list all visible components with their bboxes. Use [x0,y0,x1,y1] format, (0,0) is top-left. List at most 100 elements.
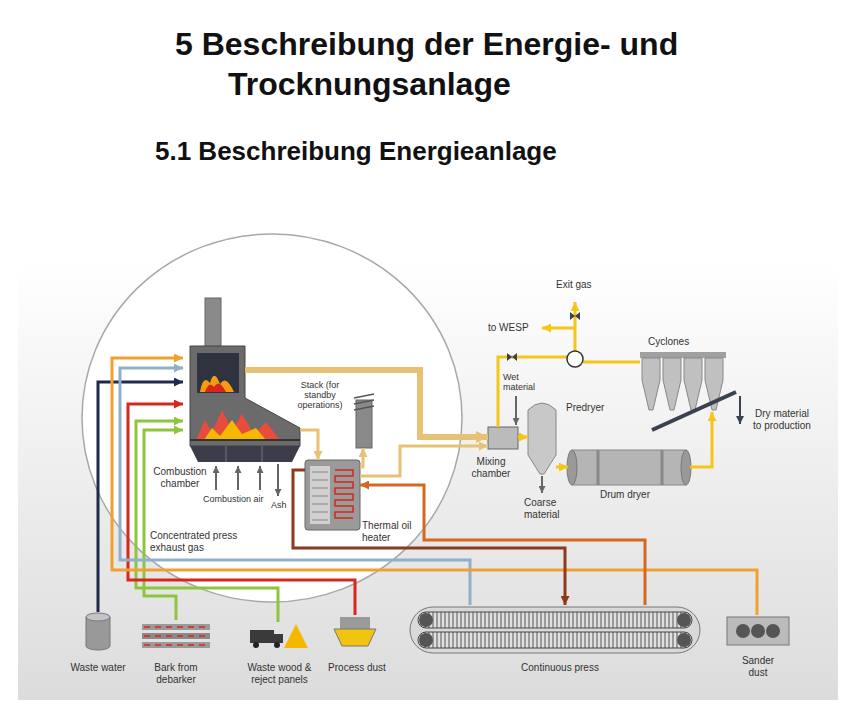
combustion-chamber-figure-part [197,353,239,393]
node-caption: Waste wood & reject panels [242,662,317,685]
label-text: to WESP [488,322,538,334]
exhaust-gas-pipes-part [583,361,640,364]
pipe-connector [518,436,528,439]
equipment-node: Waste wood & reject panels [248,622,308,650]
stack-figure-part [354,394,374,410]
node-caption: Waste water [66,662,130,674]
cyclones-figure-part [640,352,726,358]
equipment-node: Process dust [332,615,378,648]
dryer-figure-part [541,476,543,493]
pipe-connector [128,404,355,615]
pipe-connector [300,430,318,460]
label-text: Combustion air [203,494,269,504]
label-text: Exit gas [556,279,606,291]
continuous-press-figure-part [418,612,692,628]
cyclones-figure-part [642,358,660,410]
dryer-figure-part [681,450,691,485]
continuous-press-figure-part [419,613,433,627]
thermal-oil-heater-figure-part [312,472,328,520]
pipe-connector [556,466,568,469]
fuel-source-figures-part [86,617,110,650]
node-caption: Combustion chamber [150,466,210,489]
combustion-chamber-figure-part [259,466,261,490]
exhaust-gas-pipes [498,302,740,430]
equipment-node: Continuous press [410,605,700,655]
dryer-figure-part [567,450,577,485]
pipe-connector [136,421,278,622]
equipment-node: Combustion chamber [183,296,300,462]
combustion-chamber-figure-part [190,346,300,446]
combustion-chamber-figure-part [245,367,300,373]
sander-figure [727,617,789,645]
pipe-connector [360,446,488,476]
node-caption: Mixing chamber [466,456,516,479]
pipe-connector [360,448,363,467]
node-caption: Drum dryer [600,489,670,501]
node-caption: Sander dust [733,655,783,678]
thermal-oil-heater-figure-part [335,470,353,518]
fuel-source-figures-part [86,613,110,621]
section-heading: 5.1 Beschreibung Energieanlage [155,136,675,166]
cyclones-figure-part [684,358,702,410]
exhaust-gas-pipes-part [498,357,567,427]
fuel-source-figures-part [274,642,280,648]
exhaust-gas-pipes-part [652,392,736,430]
label-text: Dry material to production [750,408,814,431]
equipment-node: Bark from debarker [140,620,212,650]
node-caption: Predryer [566,402,616,414]
dryer-figure-part [572,450,686,485]
pipe-connector [112,358,757,615]
label-text: Coarse material [524,497,570,520]
fuel-source-figures-part [253,642,259,648]
combustion-chamber-figure-part [190,446,300,462]
exhaust-gas-pipes-part [542,327,575,330]
node-caption: Stack (for standby operations) [290,380,350,410]
equipment-node: Stack (for standby operations) [354,395,374,448]
thermal-oil-heater-figure-part [310,466,330,524]
continuous-press-figure [410,607,700,653]
dryer-figure-part [515,396,517,425]
continuous-press-figure-part [410,607,700,653]
exhaust-gas-pipes-part [567,351,583,367]
combustion-chamber-figure-part [200,376,234,392]
fuel-source-figures-part [340,617,370,629]
continuous-press-figure-part [419,633,433,647]
combustion-chamber-figure-part [215,466,217,490]
pipe-connector [293,470,565,605]
equipment-node: Drum dryer [568,450,690,485]
combustion-chamber-figure-part [204,420,266,440]
node-caption: Cyclones [648,336,708,348]
fuel-source-figures [86,613,376,650]
thermal-oil-heater-figure [305,460,360,530]
combustion-chamber-figure-part [205,383,226,392]
pipe-connector [690,412,712,467]
combustion-chamber-figure-part [190,439,300,441]
combustion-chamber-figure-part [262,446,263,462]
fuel-source-figures-part [274,634,283,643]
sander-figure-part [766,624,780,638]
fuel-source-figures-part [334,629,376,646]
node-caption: Bark from debarker [150,662,202,685]
equipment-node: Predryer [528,398,556,470]
combustion-chamber-figure-part [237,466,239,490]
equipment-node: Thermal oil heater [305,460,360,530]
thermal-oil-heater-figure-part [305,460,360,530]
label-text: Wet material [503,372,543,392]
combustion-chamber-figure-part [196,410,280,440]
pipe-connector [144,430,183,620]
equipment-node: Waste water [84,612,112,650]
dryer-figure-part [597,450,600,485]
dryer-figure-part [528,403,556,474]
sander-figure-part [727,617,789,645]
dryer-figure-part [661,450,664,485]
stack-figure [354,394,374,448]
sander-figure-part [736,624,750,638]
continuous-press-figure-part [677,613,691,627]
continuous-press-figure-part [677,633,691,647]
fuel-source-figures-part [250,630,274,643]
node-caption: Process dust [322,662,392,674]
dryer-figure-part [488,427,518,449]
node-caption: Continuous press [505,662,615,674]
node-caption: Thermal oil heater [362,520,418,543]
